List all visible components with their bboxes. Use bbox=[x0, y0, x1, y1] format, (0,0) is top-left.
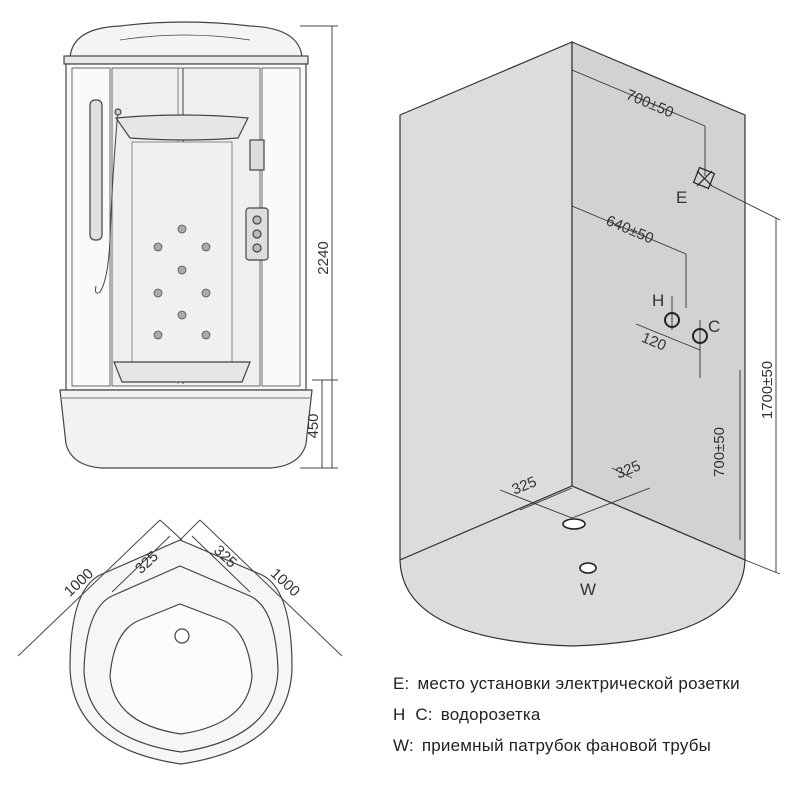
front-height-dimensions bbox=[300, 25, 338, 469]
jet bbox=[153, 330, 163, 340]
hc-height-label: 700±50 bbox=[711, 427, 728, 477]
waste-pipe-marker bbox=[579, 562, 597, 574]
shower-hose bbox=[95, 109, 119, 294]
dim-floor-extension bbox=[744, 559, 781, 575]
top-view bbox=[69, 539, 293, 765]
control-panel bbox=[249, 139, 265, 171]
legend-key-hc: H C: bbox=[393, 705, 433, 724]
jet bbox=[177, 265, 187, 275]
legend-text-hc: водорозетка bbox=[440, 705, 541, 724]
tray-outline-inner bbox=[83, 565, 279, 753]
water-socket-c bbox=[692, 328, 708, 344]
floor bbox=[399, 485, 746, 647]
dim-width-left bbox=[17, 519, 161, 657]
dim-offset-right bbox=[191, 535, 251, 593]
massage-jets bbox=[153, 224, 211, 340]
jet bbox=[177, 224, 187, 234]
legend-text-e: место установки электрической розетки bbox=[417, 674, 740, 693]
floor-drain-marker bbox=[562, 518, 586, 530]
jet bbox=[201, 330, 211, 340]
seat bbox=[113, 361, 251, 383]
leader-e-horizontal bbox=[571, 69, 706, 127]
jet bbox=[177, 310, 187, 320]
cabin-roof bbox=[69, 21, 303, 59]
top-view-dimensions bbox=[17, 519, 343, 657]
electrical-socket-marker bbox=[692, 166, 716, 190]
label-h: H bbox=[652, 291, 664, 310]
inner-panel bbox=[131, 141, 233, 363]
corner-view bbox=[399, 41, 746, 647]
water-socket-h bbox=[664, 312, 680, 328]
height-total-label: 2240 bbox=[315, 241, 332, 274]
tray-basin bbox=[109, 603, 253, 735]
dim-e-height-extension bbox=[711, 185, 781, 221]
legend-text-w: приемный патрубок фановой трубы bbox=[421, 736, 712, 755]
roof-rim bbox=[63, 55, 309, 65]
legend-key-e: E: bbox=[393, 674, 410, 693]
dim-drain-corner-left bbox=[519, 487, 573, 511]
leader-hc-spacing bbox=[635, 323, 701, 351]
leader-hc-horizontal bbox=[571, 205, 687, 255]
legend-item-water-socket: H C: водорозетка bbox=[393, 705, 541, 725]
front-view bbox=[59, 21, 313, 469]
jet bbox=[201, 242, 211, 252]
overhead-shower bbox=[114, 114, 249, 141]
label-c: C bbox=[708, 317, 720, 336]
legend-item-waste-pipe: W: приемный патрубок фановой трубы bbox=[393, 736, 711, 756]
drain-hole bbox=[174, 628, 190, 644]
dim-drain-right bbox=[571, 487, 651, 519]
jet bbox=[153, 288, 163, 298]
shower-holder bbox=[114, 108, 122, 116]
jet bbox=[201, 288, 211, 298]
dim-drain-left bbox=[499, 489, 573, 519]
socket-e-square bbox=[692, 166, 716, 190]
dim-tick bbox=[159, 519, 183, 541]
e-height-label: 1700±50 bbox=[759, 361, 776, 419]
side-handrail bbox=[89, 99, 103, 241]
mixer-knob-1 bbox=[252, 215, 262, 225]
dim-drain-corner-right bbox=[611, 467, 633, 479]
label-w: W bbox=[580, 580, 596, 599]
mixer-knob-3 bbox=[252, 243, 262, 253]
dim-offset-left bbox=[111, 535, 171, 593]
label-e: E bbox=[676, 188, 687, 207]
mixer-knob-2 bbox=[252, 229, 262, 239]
shower-tray bbox=[59, 389, 313, 469]
legend-key-w: W: bbox=[393, 736, 414, 755]
jet bbox=[153, 242, 163, 252]
corner-view-dimension-lines bbox=[499, 69, 781, 575]
left-wall bbox=[399, 41, 573, 561]
dim-tick bbox=[179, 519, 201, 541]
dim-width-right bbox=[199, 519, 343, 657]
legend-item-socket: E: место установки электрической розетки bbox=[393, 674, 740, 694]
height-tray-label: 450 bbox=[305, 413, 322, 438]
roof-ridge bbox=[119, 34, 251, 41]
socket-e-cross bbox=[696, 170, 713, 187]
